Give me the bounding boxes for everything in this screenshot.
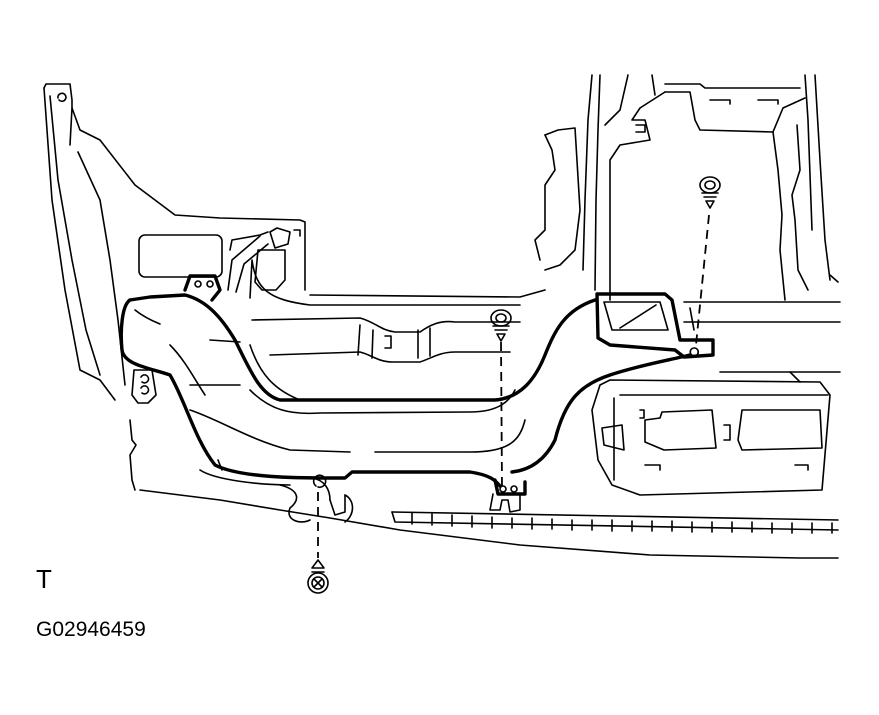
duct-bracket-upper-left — [183, 274, 222, 302]
duct-outlet-right — [595, 292, 841, 359]
lower-right-panel — [591, 371, 841, 496]
left-side-panel — [43, 83, 306, 401]
screw-icon-center — [490, 309, 512, 342]
lower-dash-edge — [139, 489, 839, 559]
figure-id: G02946459 — [36, 618, 146, 641]
duct-bracket-lower-left — [199, 459, 354, 523]
left-panel-openings — [138, 227, 301, 293]
screw-icon-lower-left — [307, 559, 329, 594]
main-duct — [119, 293, 692, 488]
duct-bracket-center — [489, 478, 527, 513]
left-lower-bracket — [129, 369, 157, 491]
center-recess — [249, 259, 546, 401]
screw-icon-right — [699, 176, 721, 209]
upper-right-console — [534, 74, 839, 301]
guide-lines — [317, 214, 710, 558]
view-label: T — [36, 564, 52, 594]
